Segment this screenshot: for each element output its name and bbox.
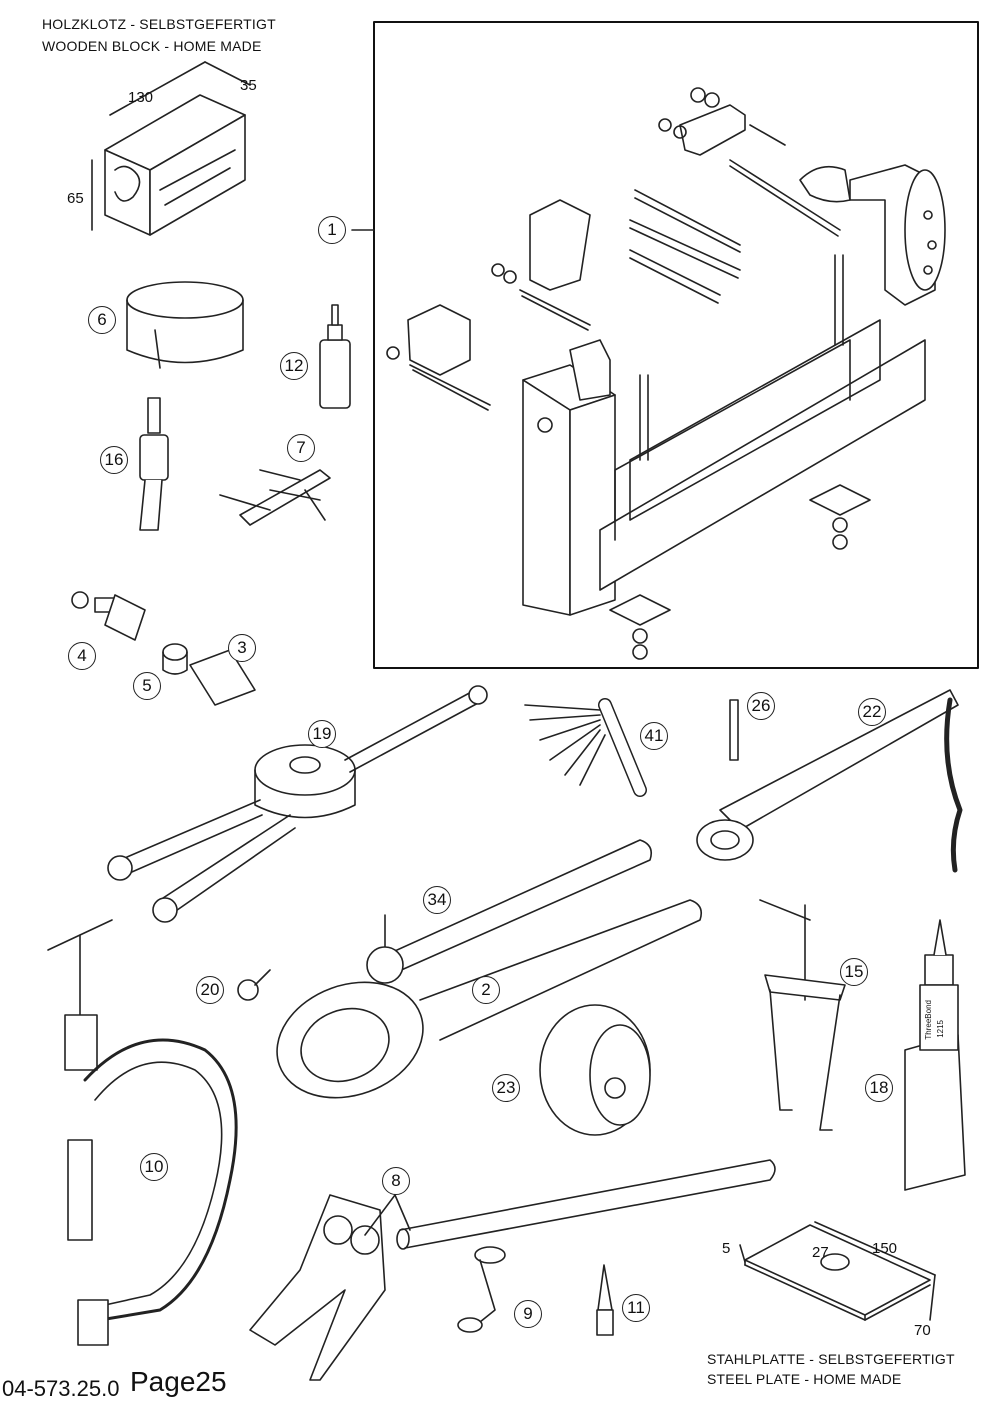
callout-5: 5: [133, 672, 161, 700]
callout-23: 23: [492, 1074, 520, 1102]
allen-keys-drawing: [524, 698, 647, 797]
disc-23-drawing: [539, 1004, 651, 1136]
dim-plate-hole: 27: [812, 1244, 829, 1261]
engine-stand-drawing: [386, 87, 946, 660]
tube-drawing: [904, 919, 966, 1191]
tool-34-drawing: [366, 839, 653, 984]
callout-16: 16: [100, 446, 128, 474]
tube-number-label: 1215: [936, 1020, 945, 1038]
screw-20-drawing: [237, 969, 271, 1001]
callout-15: 15: [840, 958, 868, 986]
document-code: 04-573.25.0: [2, 1376, 120, 1401]
callout-11: 11: [622, 1294, 650, 1322]
callout-18: 18: [865, 1074, 893, 1102]
wooden-block-caption-en: WOODEN BLOCK - HOME MADE: [42, 38, 262, 54]
dim-wooden-length: 130: [128, 89, 154, 106]
tool-11-drawing: [596, 1264, 614, 1336]
callout-1: 1: [318, 216, 346, 244]
callout-26: 26: [747, 692, 775, 720]
page-label: Page25: [130, 1366, 227, 1397]
callout-10: 10: [140, 1153, 168, 1181]
callout-6: 6: [88, 306, 116, 334]
spanner-2-drawing: [276, 899, 703, 1099]
puller-15-drawing: [759, 899, 846, 1131]
tool-19-drawing: [107, 685, 488, 923]
dim-plate-length: 150: [872, 1240, 898, 1257]
callout-8: 8: [382, 1167, 410, 1195]
callout-34: 34: [423, 886, 451, 914]
dim-plate-thickness: 5: [722, 1240, 731, 1257]
callout-4: 4: [68, 642, 96, 670]
puller-drawing: [139, 397, 169, 531]
tool-7-drawing: [219, 469, 331, 526]
engine-stand-box: [373, 21, 979, 669]
callout-3: 3: [228, 634, 256, 662]
dim-wooden-depth: 35: [240, 77, 257, 94]
callout-20: 20: [196, 976, 224, 1004]
pin-drawing: [729, 699, 739, 761]
callout-7: 7: [287, 434, 315, 462]
dim-plate-width: 70: [914, 1322, 931, 1339]
clamp-10-drawing: [47, 919, 238, 1346]
callout-19: 19: [308, 720, 336, 748]
ring-drawing: [126, 281, 244, 369]
callout-41: 41: [640, 722, 668, 750]
callout-9: 9: [514, 1300, 542, 1328]
dim-wooden-height: 65: [67, 190, 84, 207]
steel-plate-drawing: [739, 1221, 936, 1321]
tool-8-drawing: [249, 1159, 776, 1381]
callout-12: 12: [280, 352, 308, 380]
parts-3-4-5-drawing: [71, 591, 256, 706]
callout-2: 2: [472, 976, 500, 1004]
bottle-drawing: [319, 304, 351, 409]
tool-9-drawing: [457, 1246, 506, 1333]
wooden-block-caption-de: HOLZKLOTZ - SELBSTGEFERTIGT: [42, 16, 276, 32]
tube-brand-label: ThreeBond: [924, 1000, 933, 1040]
wooden-block-drawing: [91, 61, 251, 236]
steel-plate-caption-de: STAHLPLATTE - SELBSTGEFERTIGT: [707, 1351, 955, 1367]
callout-22: 22: [858, 698, 886, 726]
chain-tool-drawing: [696, 689, 963, 873]
steel-plate-caption-en: STEEL PLATE - HOME MADE: [707, 1371, 902, 1387]
